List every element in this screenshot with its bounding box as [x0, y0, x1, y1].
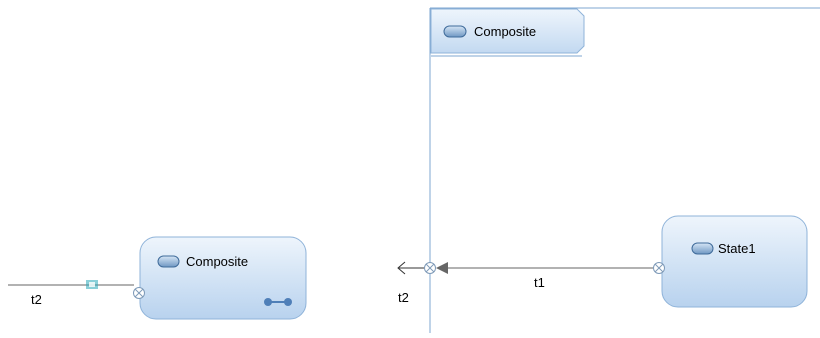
composite-region-frame	[429, 7, 820, 333]
state-icon	[691, 242, 714, 255]
arrowhead-icon	[436, 262, 448, 274]
left-transition-label: t2	[31, 292, 42, 307]
state1-exit-point[interactable]	[653, 262, 665, 274]
composite-region-tab[interactable]: Composite	[430, 8, 585, 57]
composite-region-title: Composite	[474, 24, 536, 39]
inner-state-label: State1	[718, 241, 756, 256]
outgoing-transition-t2[interactable]: t2	[397, 261, 424, 305]
inner-transition-t1[interactable]: t1	[436, 262, 653, 290]
inner-transition-label: t1	[534, 275, 545, 290]
region-exit-point[interactable]	[424, 262, 436, 274]
transition-marker-icon	[86, 280, 98, 289]
state-icon	[157, 255, 180, 268]
open-arrow-icon	[397, 261, 406, 275]
left-composite-state[interactable]: Composite	[139, 236, 307, 320]
left-transition-t2[interactable]: t2	[8, 280, 134, 307]
state-icon	[443, 25, 467, 38]
inner-state-state1[interactable]: State1	[661, 215, 808, 308]
left-exit-point[interactable]	[133, 287, 145, 299]
left-state-label: Composite	[186, 254, 248, 269]
outgoing-transition-label: t2	[398, 290, 409, 305]
submachine-icon	[264, 298, 292, 306]
